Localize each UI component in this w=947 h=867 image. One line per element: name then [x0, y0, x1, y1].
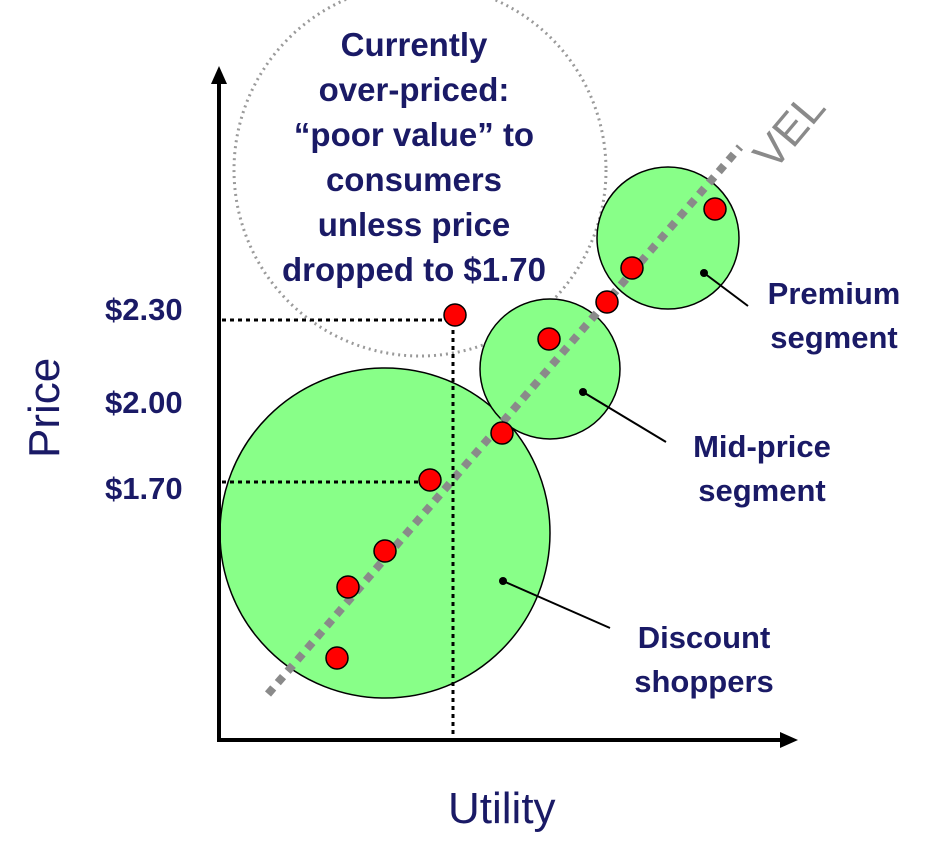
product-dot	[703, 197, 727, 221]
callout-line: over-priced:	[318, 71, 510, 108]
product-dot	[620, 256, 644, 280]
callout-line: unless price	[317, 206, 511, 243]
value-equivalence-line	[264, 144, 744, 697]
mid-price-segment-label: Mid-price segment	[672, 425, 852, 513]
callout-line: Currently	[340, 26, 488, 63]
price-tick-2-00: $2.00	[105, 385, 183, 420]
product-dot	[443, 303, 467, 327]
x-axis-title: Utility	[448, 784, 556, 833]
discount-segment-label: Discount shoppers	[612, 616, 796, 704]
product-dot	[373, 539, 397, 563]
product-dot	[418, 468, 442, 492]
y-axis-title: Price	[20, 357, 69, 458]
premium-label-line: segment	[770, 320, 898, 355]
price-tick-1-70: $1.70	[105, 471, 183, 506]
callout-circle	[232, 0, 608, 358]
discount-leader-dot	[499, 577, 507, 585]
premium-label-line: Premium	[767, 276, 901, 311]
premium-leader-dot	[700, 269, 708, 277]
product-dot	[325, 646, 349, 670]
mid-price-leader-line	[582, 391, 667, 443]
overpriced-callout-text: Currently over-priced: “poor value” to c…	[232, 22, 596, 292]
discount-label-line: Discount	[637, 620, 771, 655]
premium-leader-line	[703, 272, 749, 307]
callout-line: dropped to $1.70	[281, 251, 547, 288]
premium-segment-circle	[596, 166, 740, 310]
product-dot	[537, 327, 561, 351]
product-dot	[595, 290, 619, 314]
product-dot	[336, 575, 360, 599]
x-axis-arrow	[780, 732, 798, 748]
mid-price-label-line: segment	[698, 473, 826, 508]
discount-leader-line	[502, 580, 611, 629]
price-tick-2-30: $2.30	[105, 292, 183, 327]
discount-label-line: shoppers	[634, 664, 774, 699]
y-axis-arrow	[211, 66, 227, 84]
callout-line: “poor value” to	[293, 116, 535, 153]
mid-price-label-line: Mid-price	[693, 429, 831, 464]
product-dots	[325, 197, 727, 670]
mid-price-leader-dot	[579, 388, 587, 396]
product-dot	[490, 421, 514, 445]
premium-segment-label: Premium segment	[750, 272, 918, 360]
callout-line: consumers	[325, 161, 503, 198]
